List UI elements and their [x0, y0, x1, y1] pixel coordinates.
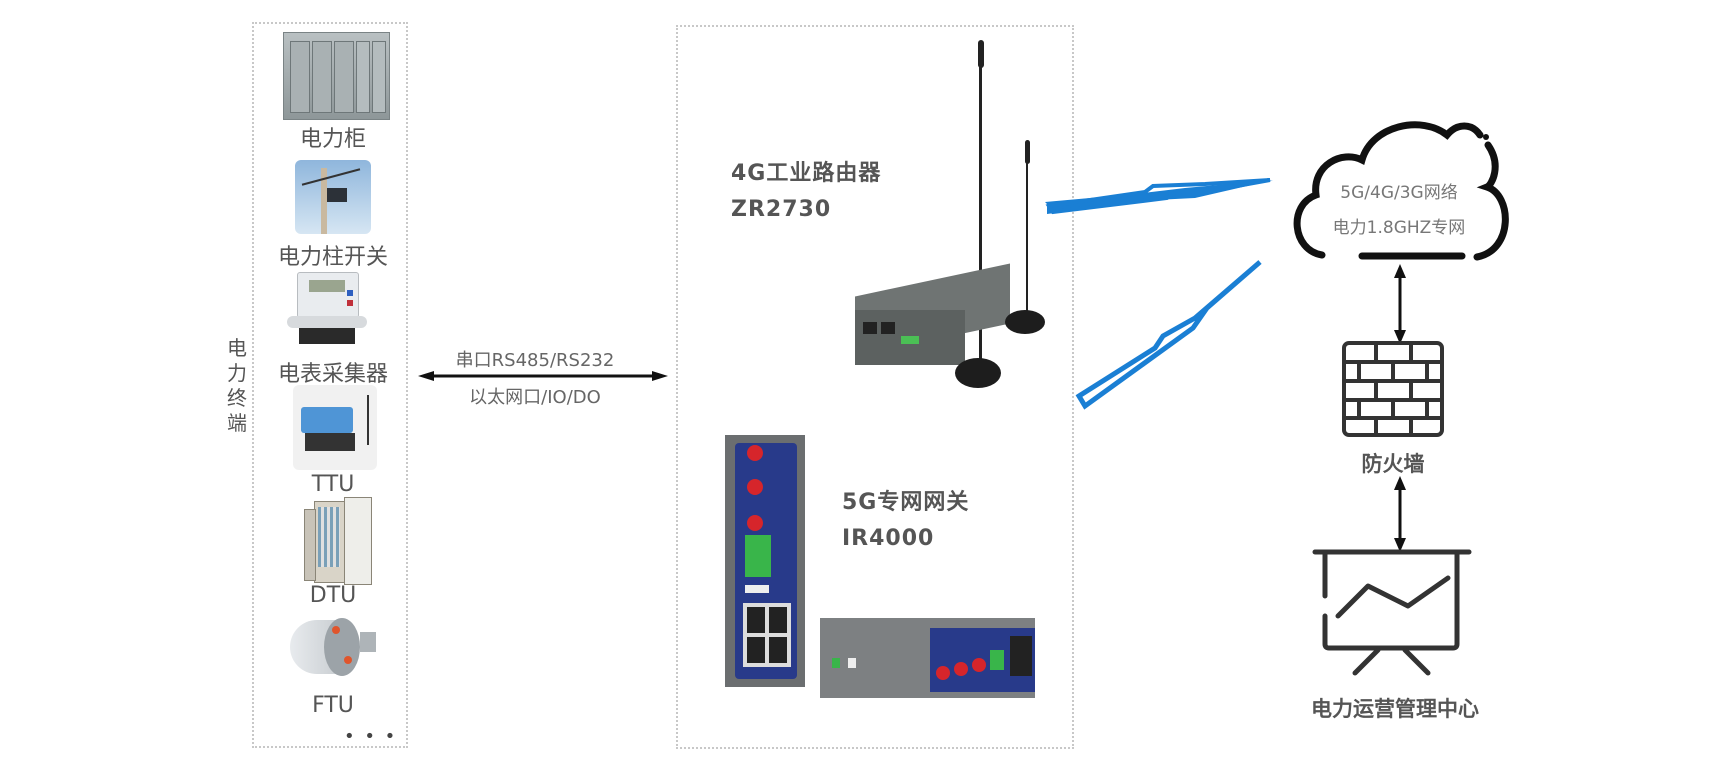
router-model: ZR2730 — [731, 197, 832, 222]
terminal-label-ttu: TTU — [311, 472, 355, 497]
ttu-device-icon — [293, 385, 377, 470]
bidirectional-arrow-vertical-icon — [1394, 264, 1406, 344]
terminals-group-box — [252, 22, 408, 748]
terminal-label-power-cabinet: 电力柜 — [299, 127, 366, 152]
dtu-cabinet-icon — [302, 497, 372, 585]
wireless-signal-lower-icon — [1075, 260, 1262, 410]
gateway-device-side-icon — [820, 610, 1035, 698]
operations-center-icon — [1312, 549, 1472, 676]
pole-switch-icon — [295, 160, 371, 234]
wireless-signal-upper-icon — [1045, 178, 1273, 215]
ftu-device-icon — [290, 616, 380, 678]
terminal-label-meter-collector: 电表采集器 — [277, 362, 388, 387]
link-label-serial: 串口RS485/RS232 — [455, 350, 615, 371]
router-title: 4G工业路由器 — [731, 161, 882, 186]
cloud-network-icon — [1293, 121, 1509, 261]
network-label-private: 电力1.8GHZ专网 — [1332, 218, 1466, 238]
terminal-label-ftu: FTU — [312, 693, 354, 718]
firewall-label: 防火墙 — [1361, 452, 1425, 476]
meter-collector-icon — [285, 272, 370, 350]
network-label-cellular: 5G/4G/3G网络 — [1340, 183, 1458, 203]
link-label-ethernet: 以太网口/IO/DO — [469, 387, 601, 408]
router-device-icon — [845, 40, 1055, 390]
terminal-label-dtu: DTU — [309, 583, 357, 608]
gateway-model: IR4000 — [842, 526, 935, 551]
bidirectional-arrow-vertical-2-icon — [1394, 476, 1406, 552]
terminal-label-pole-switch: 电力柱开关 — [277, 245, 388, 270]
gateway-device-front-icon — [725, 435, 805, 687]
firewall-icon — [1342, 341, 1444, 437]
operations-center-label: 电力运营管理中心 — [1311, 697, 1479, 721]
gateway-title: 5G专网网关 — [842, 490, 970, 515]
devices-group-box — [676, 25, 1074, 749]
terminals-group-label: 电力终端 — [227, 336, 247, 435]
more-terminals-ellipsis: • • • — [344, 726, 398, 747]
bidirectional-arrow-icon — [418, 371, 668, 381]
power-cabinet-icon — [283, 32, 390, 120]
